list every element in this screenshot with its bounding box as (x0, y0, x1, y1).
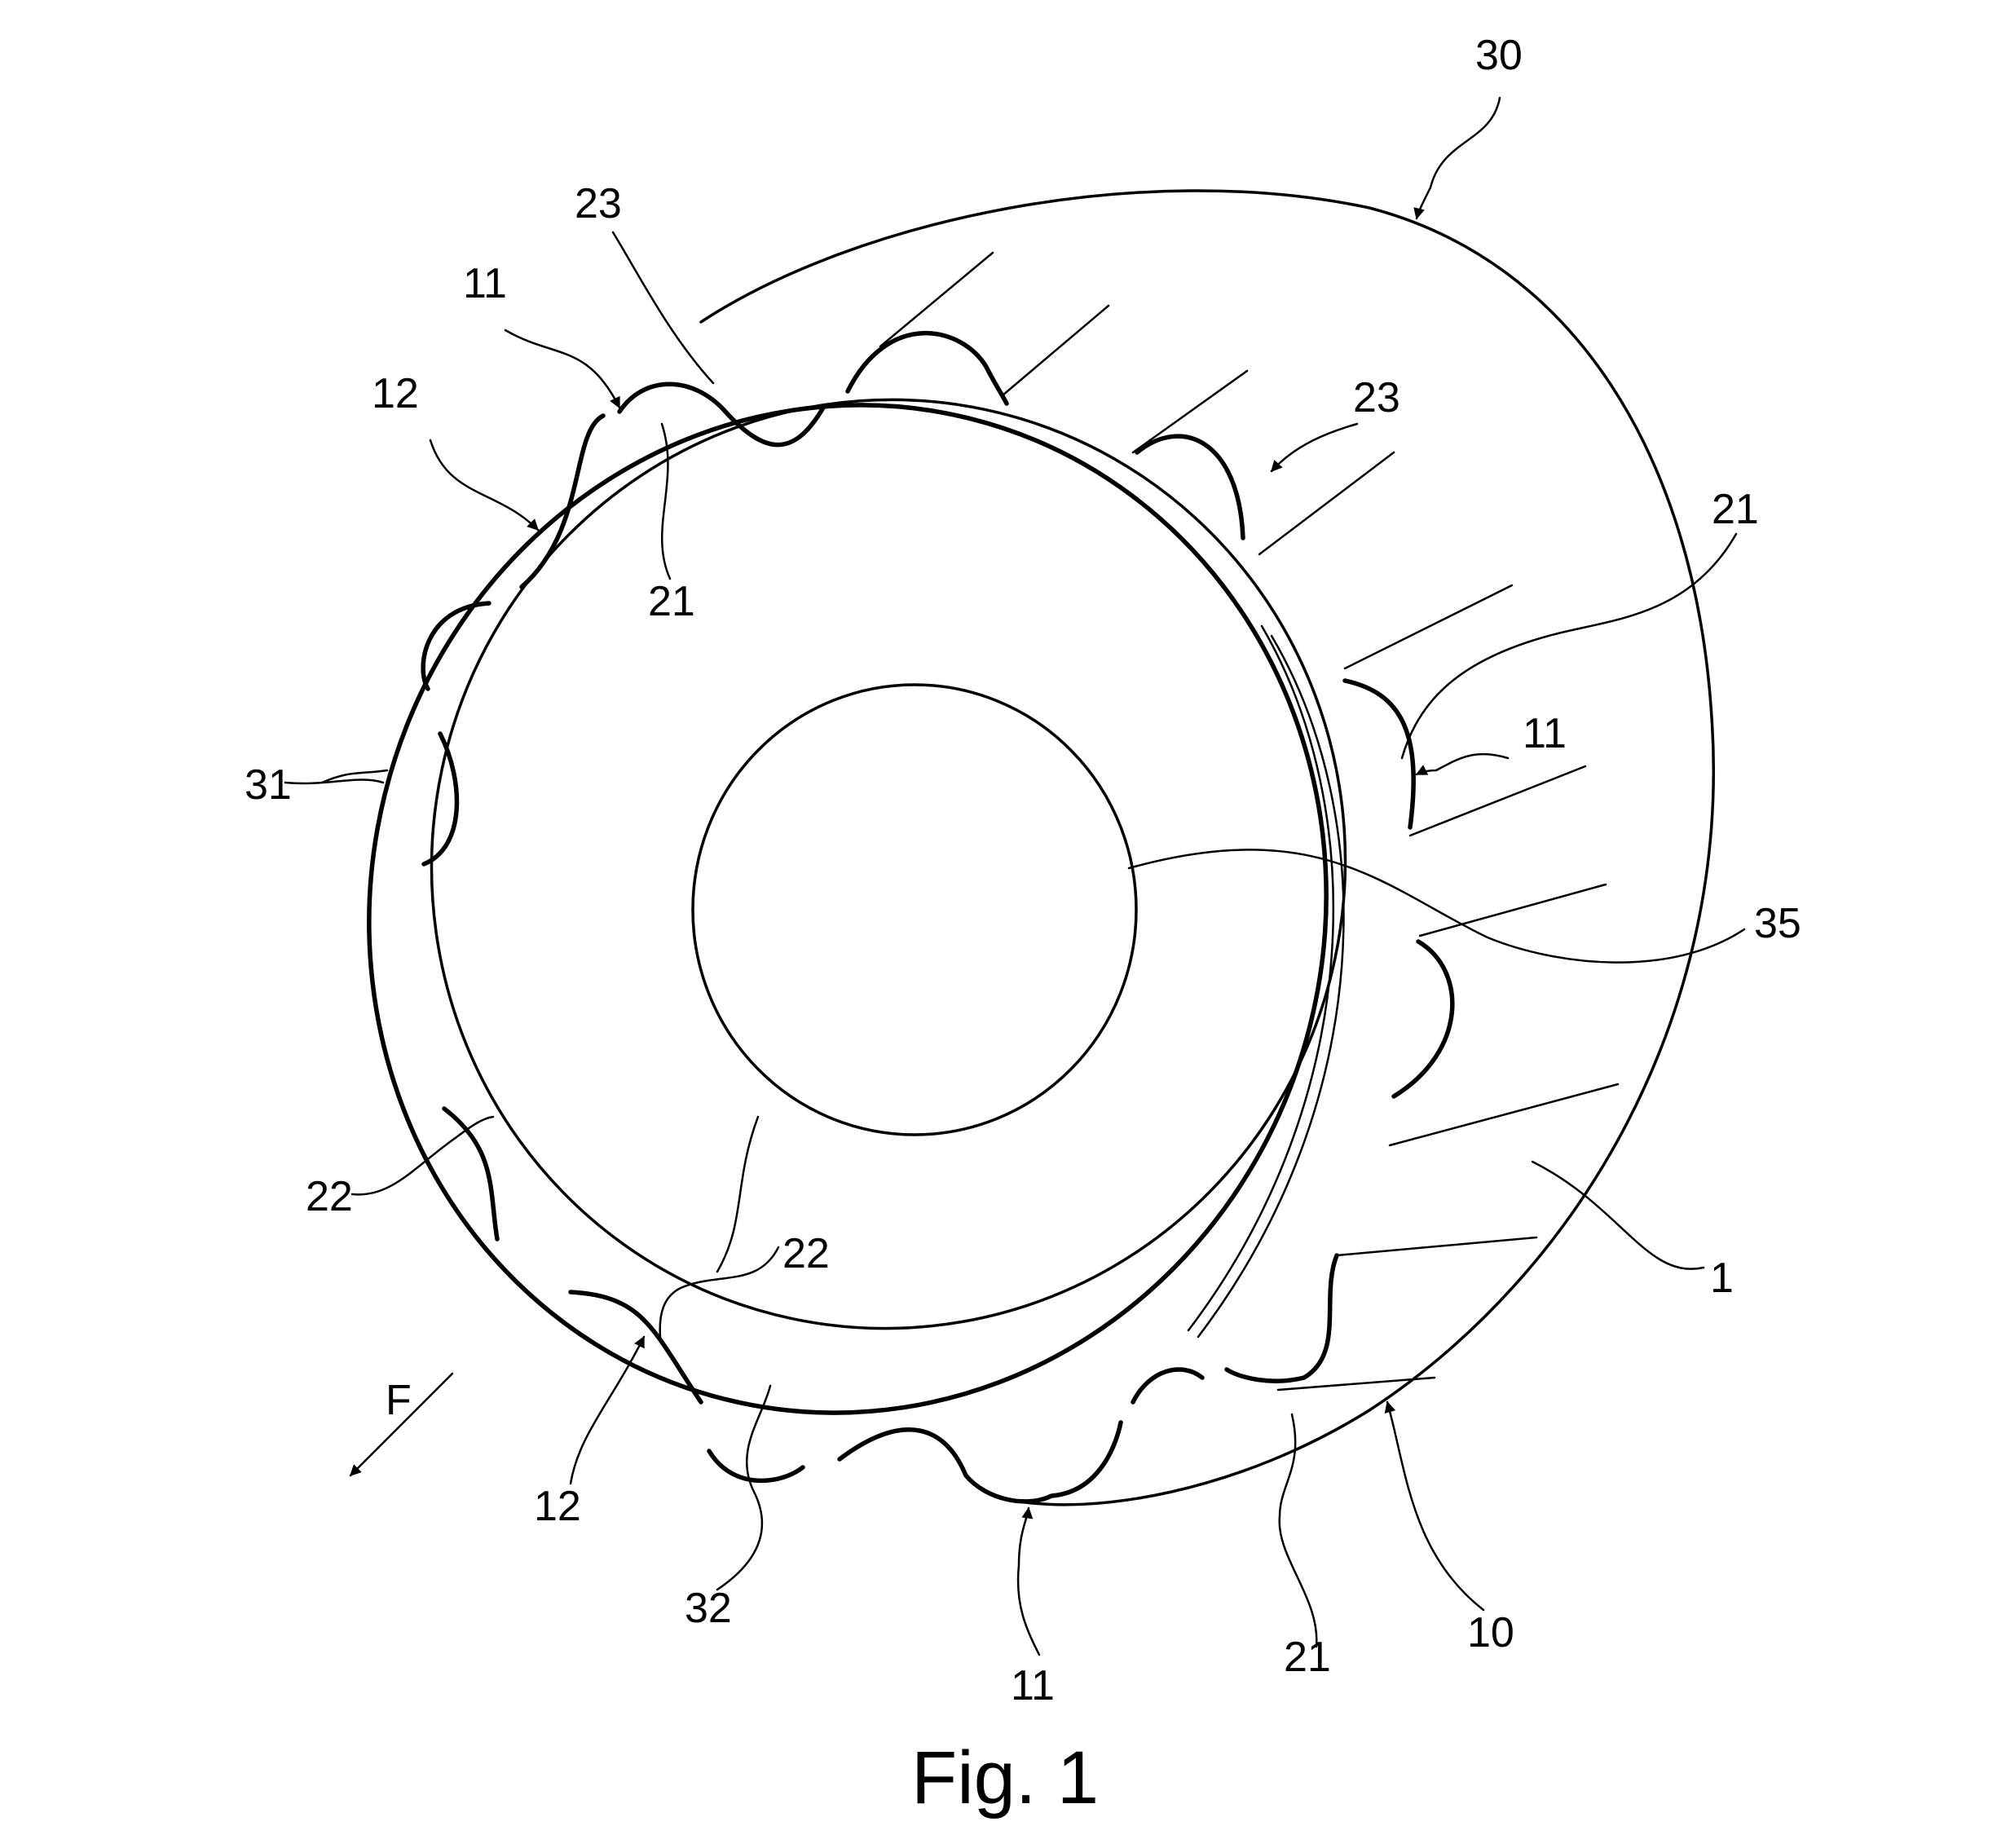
label-23-top: 23 (575, 180, 622, 227)
label-21-top: 21 (648, 578, 695, 625)
label-32: 32 (685, 1585, 732, 1632)
label-21-right: 21 (1712, 486, 1759, 533)
figure-caption: Fig. 1 (911, 1736, 1099, 1819)
front-rim-outer (367, 403, 1329, 1415)
surface-hatch-lines (879, 251, 1620, 1392)
front-rim-edge-highlight (1197, 634, 1345, 1339)
label-22-left: 22 (306, 1173, 353, 1220)
label-23-right: 23 (1353, 374, 1400, 421)
label-12-bottom: 12 (534, 1483, 581, 1530)
label-31: 31 (245, 761, 292, 809)
label-11-right: 11 (1523, 710, 1567, 757)
label-21-bottom: 21 (1284, 1634, 1331, 1681)
label-30: 30 (1475, 32, 1523, 79)
front-rim-inner (430, 398, 1347, 1330)
label-11-bottom: 11 (1011, 1662, 1055, 1709)
label-35: 35 (1754, 900, 1801, 947)
label-11-top: 11 (463, 260, 507, 307)
housing-outline (699, 189, 1716, 1506)
leader-lines (284, 96, 1746, 1656)
label-22-bottom: 22 (782, 1230, 830, 1277)
force-arrow (349, 1372, 454, 1477)
central-opening (691, 683, 1138, 1136)
front-rim-edge-highlight-2 (1187, 624, 1335, 1332)
label-10: 10 (1467, 1609, 1514, 1656)
label-12-top: 12 (372, 370, 419, 417)
label-1: 1 (1710, 1255, 1734, 1302)
label-F: F (386, 1377, 412, 1424)
